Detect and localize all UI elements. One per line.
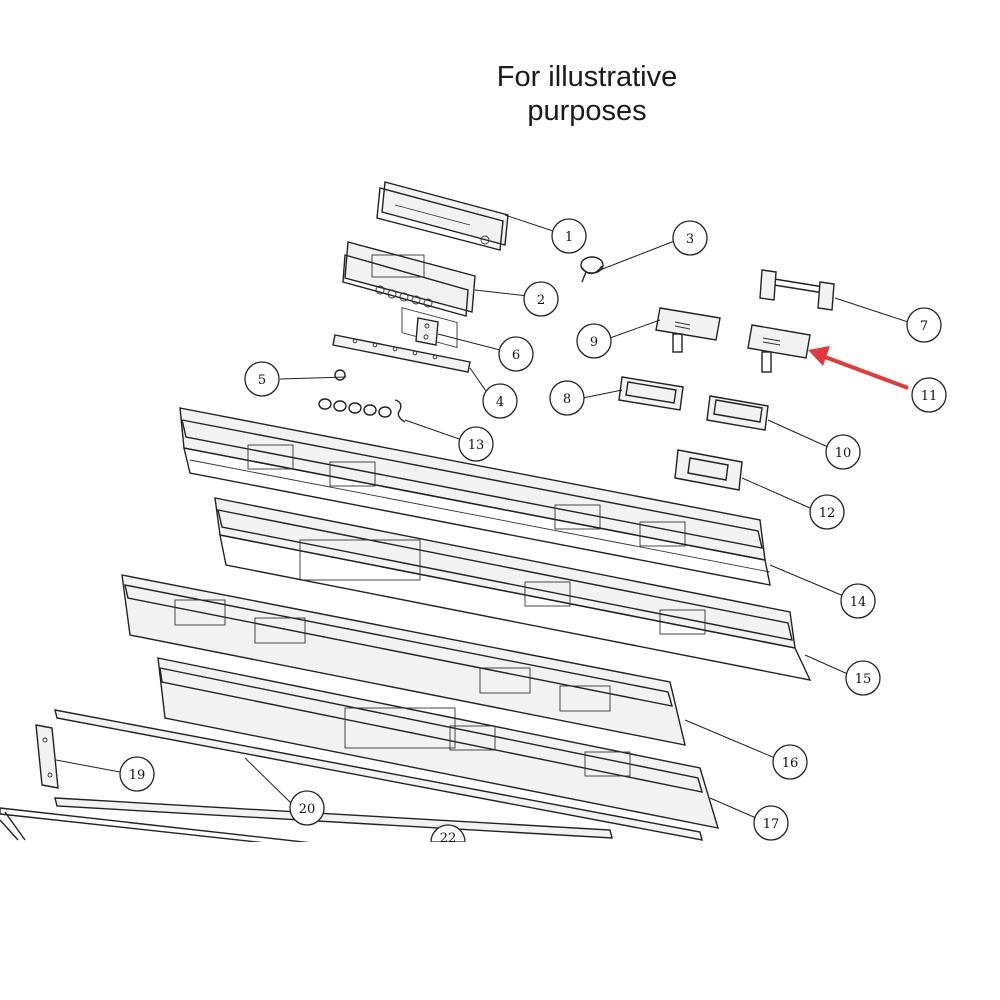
callout-label: 15 bbox=[855, 672, 872, 687]
part-12-latch bbox=[674, 449, 743, 491]
callout-label: 5 bbox=[258, 373, 266, 388]
part-16-panel bbox=[121, 574, 686, 746]
callout-5: 5 bbox=[244, 361, 280, 397]
part-3-wire-harness bbox=[580, 256, 604, 283]
callout-3: 3 bbox=[672, 220, 708, 256]
part-17-panel bbox=[157, 657, 720, 829]
callout-9: 9 bbox=[576, 323, 612, 359]
callout-13: 13 bbox=[458, 426, 494, 462]
part-20-rail bbox=[54, 709, 703, 841]
callout-label: 19 bbox=[129, 768, 146, 783]
callout-label: 1 bbox=[565, 230, 573, 245]
highlight-arrow bbox=[808, 346, 909, 390]
part-5-screw bbox=[334, 369, 346, 381]
part-13-knobs bbox=[318, 398, 406, 423]
callout-7: 7 bbox=[906, 307, 942, 343]
callout-label: 8 bbox=[563, 392, 571, 407]
callout-6: 6 bbox=[498, 336, 534, 372]
callout-14: 14 bbox=[840, 583, 876, 619]
callout-label: 4 bbox=[496, 395, 504, 410]
callout-11: 11 bbox=[911, 377, 947, 413]
callout-12: 12 bbox=[809, 494, 845, 530]
callout-8: 8 bbox=[549, 380, 585, 416]
callout-label: 7 bbox=[920, 319, 928, 334]
part-4-strip bbox=[332, 334, 471, 373]
callout-2: 2 bbox=[523, 281, 559, 317]
callout-20: 20 bbox=[289, 790, 325, 826]
callout-label: 12 bbox=[819, 506, 836, 521]
part-15-panel bbox=[214, 497, 812, 681]
callout-16: 16 bbox=[772, 744, 808, 780]
callout-label: 9 bbox=[590, 335, 598, 350]
callout-15: 15 bbox=[845, 660, 881, 696]
callout-1: 1 bbox=[551, 218, 587, 254]
callout-label: 14 bbox=[850, 595, 867, 610]
caption: For illustrative purposes bbox=[437, 60, 737, 128]
callout-label: 20 bbox=[299, 802, 316, 817]
part-14-panel bbox=[179, 407, 771, 586]
callout-label: 2 bbox=[537, 293, 545, 308]
callout-label: 3 bbox=[686, 232, 694, 247]
part-8-switch bbox=[618, 376, 684, 411]
callout-label: 10 bbox=[835, 446, 852, 461]
callout-label: 17 bbox=[763, 817, 780, 832]
callout-17: 17 bbox=[753, 805, 789, 841]
callout-4: 4 bbox=[482, 383, 518, 419]
part-11-plate bbox=[747, 324, 811, 373]
part-19-bracket bbox=[35, 724, 59, 789]
caption-line-2: purposes bbox=[527, 95, 647, 127]
callout-10: 10 bbox=[825, 434, 861, 470]
part-9-plate bbox=[655, 307, 721, 353]
callout-label: 11 bbox=[921, 389, 938, 404]
part-2-display-control bbox=[342, 241, 476, 317]
leader-lines bbox=[55, 214, 909, 819]
caption-line-1: For illustrative bbox=[496, 61, 678, 93]
callout-19: 19 bbox=[119, 756, 155, 792]
part-6-bracket bbox=[415, 317, 439, 346]
callout-label: 6 bbox=[512, 348, 520, 363]
part-10-switch bbox=[706, 395, 769, 431]
callout-label: 13 bbox=[468, 438, 485, 453]
callout-label: 16 bbox=[782, 756, 799, 771]
crop-mask bbox=[0, 842, 1000, 1000]
part-7-hinge-bracket bbox=[759, 269, 835, 311]
